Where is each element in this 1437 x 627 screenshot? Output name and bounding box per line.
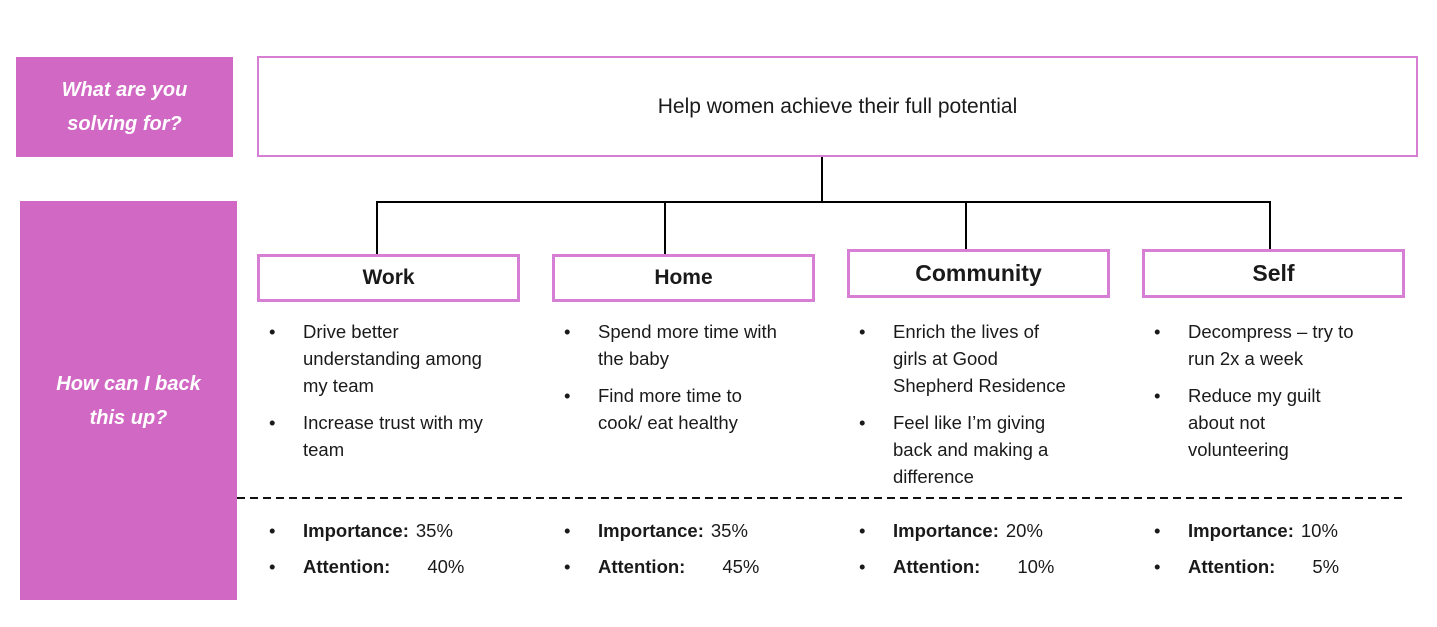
dashed-divider xyxy=(237,497,1402,499)
bullet-item: Decompress – try to run 2x a week xyxy=(1142,318,1370,372)
importance-label: Importance: xyxy=(1188,520,1294,541)
bullet-list: Enrich the lives of girls at Good Shephe… xyxy=(847,318,1075,500)
column-home: Home Spend more time with the baby Find … xyxy=(552,0,815,627)
bullet-item: Feel like I’m giving back and making a d… xyxy=(847,409,1075,490)
bullet-item: Find more time to cook/ eat healthy xyxy=(552,382,780,436)
category-title: Home xyxy=(654,266,713,289)
bullet-item: Enrich the lives of girls at Good Shephe… xyxy=(847,318,1075,399)
importance-value: 35% xyxy=(710,520,748,541)
solving-for-label: What are you solving for? xyxy=(61,79,188,135)
attention-row: Attention: 45% xyxy=(552,553,808,580)
stats-block: Importance: 35% Attention: 40% xyxy=(257,517,513,589)
goal-box: Help women achieve their full potential xyxy=(257,56,1418,157)
importance-row: Importance: 10% xyxy=(1142,517,1398,544)
category-box-self: Self xyxy=(1142,249,1405,298)
importance-label: Importance: xyxy=(893,520,999,541)
importance-row: Importance: 35% xyxy=(552,517,808,544)
bullet-list: Drive better understanding among my team… xyxy=(257,318,485,473)
attention-label: Attention: xyxy=(303,556,391,577)
category-box-work: Work xyxy=(257,254,520,302)
importance-label: Importance: xyxy=(598,520,704,541)
category-title: Self xyxy=(1252,260,1295,286)
importance-row: Importance: 20% xyxy=(847,517,1103,544)
bullet-item: Spend more time with the baby xyxy=(552,318,780,372)
attention-label: Attention: xyxy=(598,556,686,577)
attention-value: 5% xyxy=(1312,556,1340,577)
bullet-item: Increase trust with my team xyxy=(257,409,485,463)
importance-value: 20% xyxy=(1005,520,1043,541)
attention-row: Attention: 5% xyxy=(1142,553,1398,580)
importance-label: Importance: xyxy=(303,520,409,541)
category-title: Work xyxy=(362,266,415,289)
importance-value: 35% xyxy=(415,520,453,541)
attention-label: Attention: xyxy=(1188,556,1276,577)
attention-value: 10% xyxy=(1017,556,1055,577)
attention-value: 45% xyxy=(722,556,760,577)
importance-value: 10% xyxy=(1300,520,1338,541)
connector-crossbar xyxy=(376,201,1271,203)
connector-drop-home xyxy=(664,201,666,254)
solving-for-label-box: What are you solving for? xyxy=(16,57,233,157)
connector-stem xyxy=(821,157,823,203)
attention-row: Attention: 10% xyxy=(847,553,1103,580)
connector-drop-self xyxy=(1269,201,1271,249)
stats-block: Importance: 35% Attention: 45% xyxy=(552,517,808,589)
connector-drop-community xyxy=(965,201,967,249)
bullet-list: Spend more time with the baby Find more … xyxy=(552,318,780,446)
back-this-up-label: How can I back this up? xyxy=(56,372,201,429)
category-box-community: Community xyxy=(847,249,1110,298)
goal-text: Help women achieve their full potential xyxy=(657,94,1018,118)
back-this-up-label-box: How can I back this up? xyxy=(20,201,237,600)
category-title: Community xyxy=(915,260,1042,286)
bullet-item: Reduce my guilt about not volunteering xyxy=(1142,382,1370,463)
importance-row: Importance: 35% xyxy=(257,517,513,544)
bullet-item: Drive better understanding among my team xyxy=(257,318,485,399)
connector-drop-work xyxy=(376,201,378,254)
attention-label: Attention: xyxy=(893,556,981,577)
column-work: Work Drive better understanding among my… xyxy=(257,0,520,627)
column-self: Self Decompress – try to run 2x a week R… xyxy=(1142,0,1405,627)
category-box-home: Home xyxy=(552,254,815,302)
attention-row: Attention: 40% xyxy=(257,553,513,580)
attention-value: 40% xyxy=(427,556,465,577)
stats-block: Importance: 20% Attention: 10% xyxy=(847,517,1103,589)
bullet-list: Decompress – try to run 2x a week Reduce… xyxy=(1142,318,1370,473)
stats-block: Importance: 10% Attention: 5% xyxy=(1142,517,1398,589)
column-community: Community Enrich the lives of girls at G… xyxy=(847,0,1110,627)
